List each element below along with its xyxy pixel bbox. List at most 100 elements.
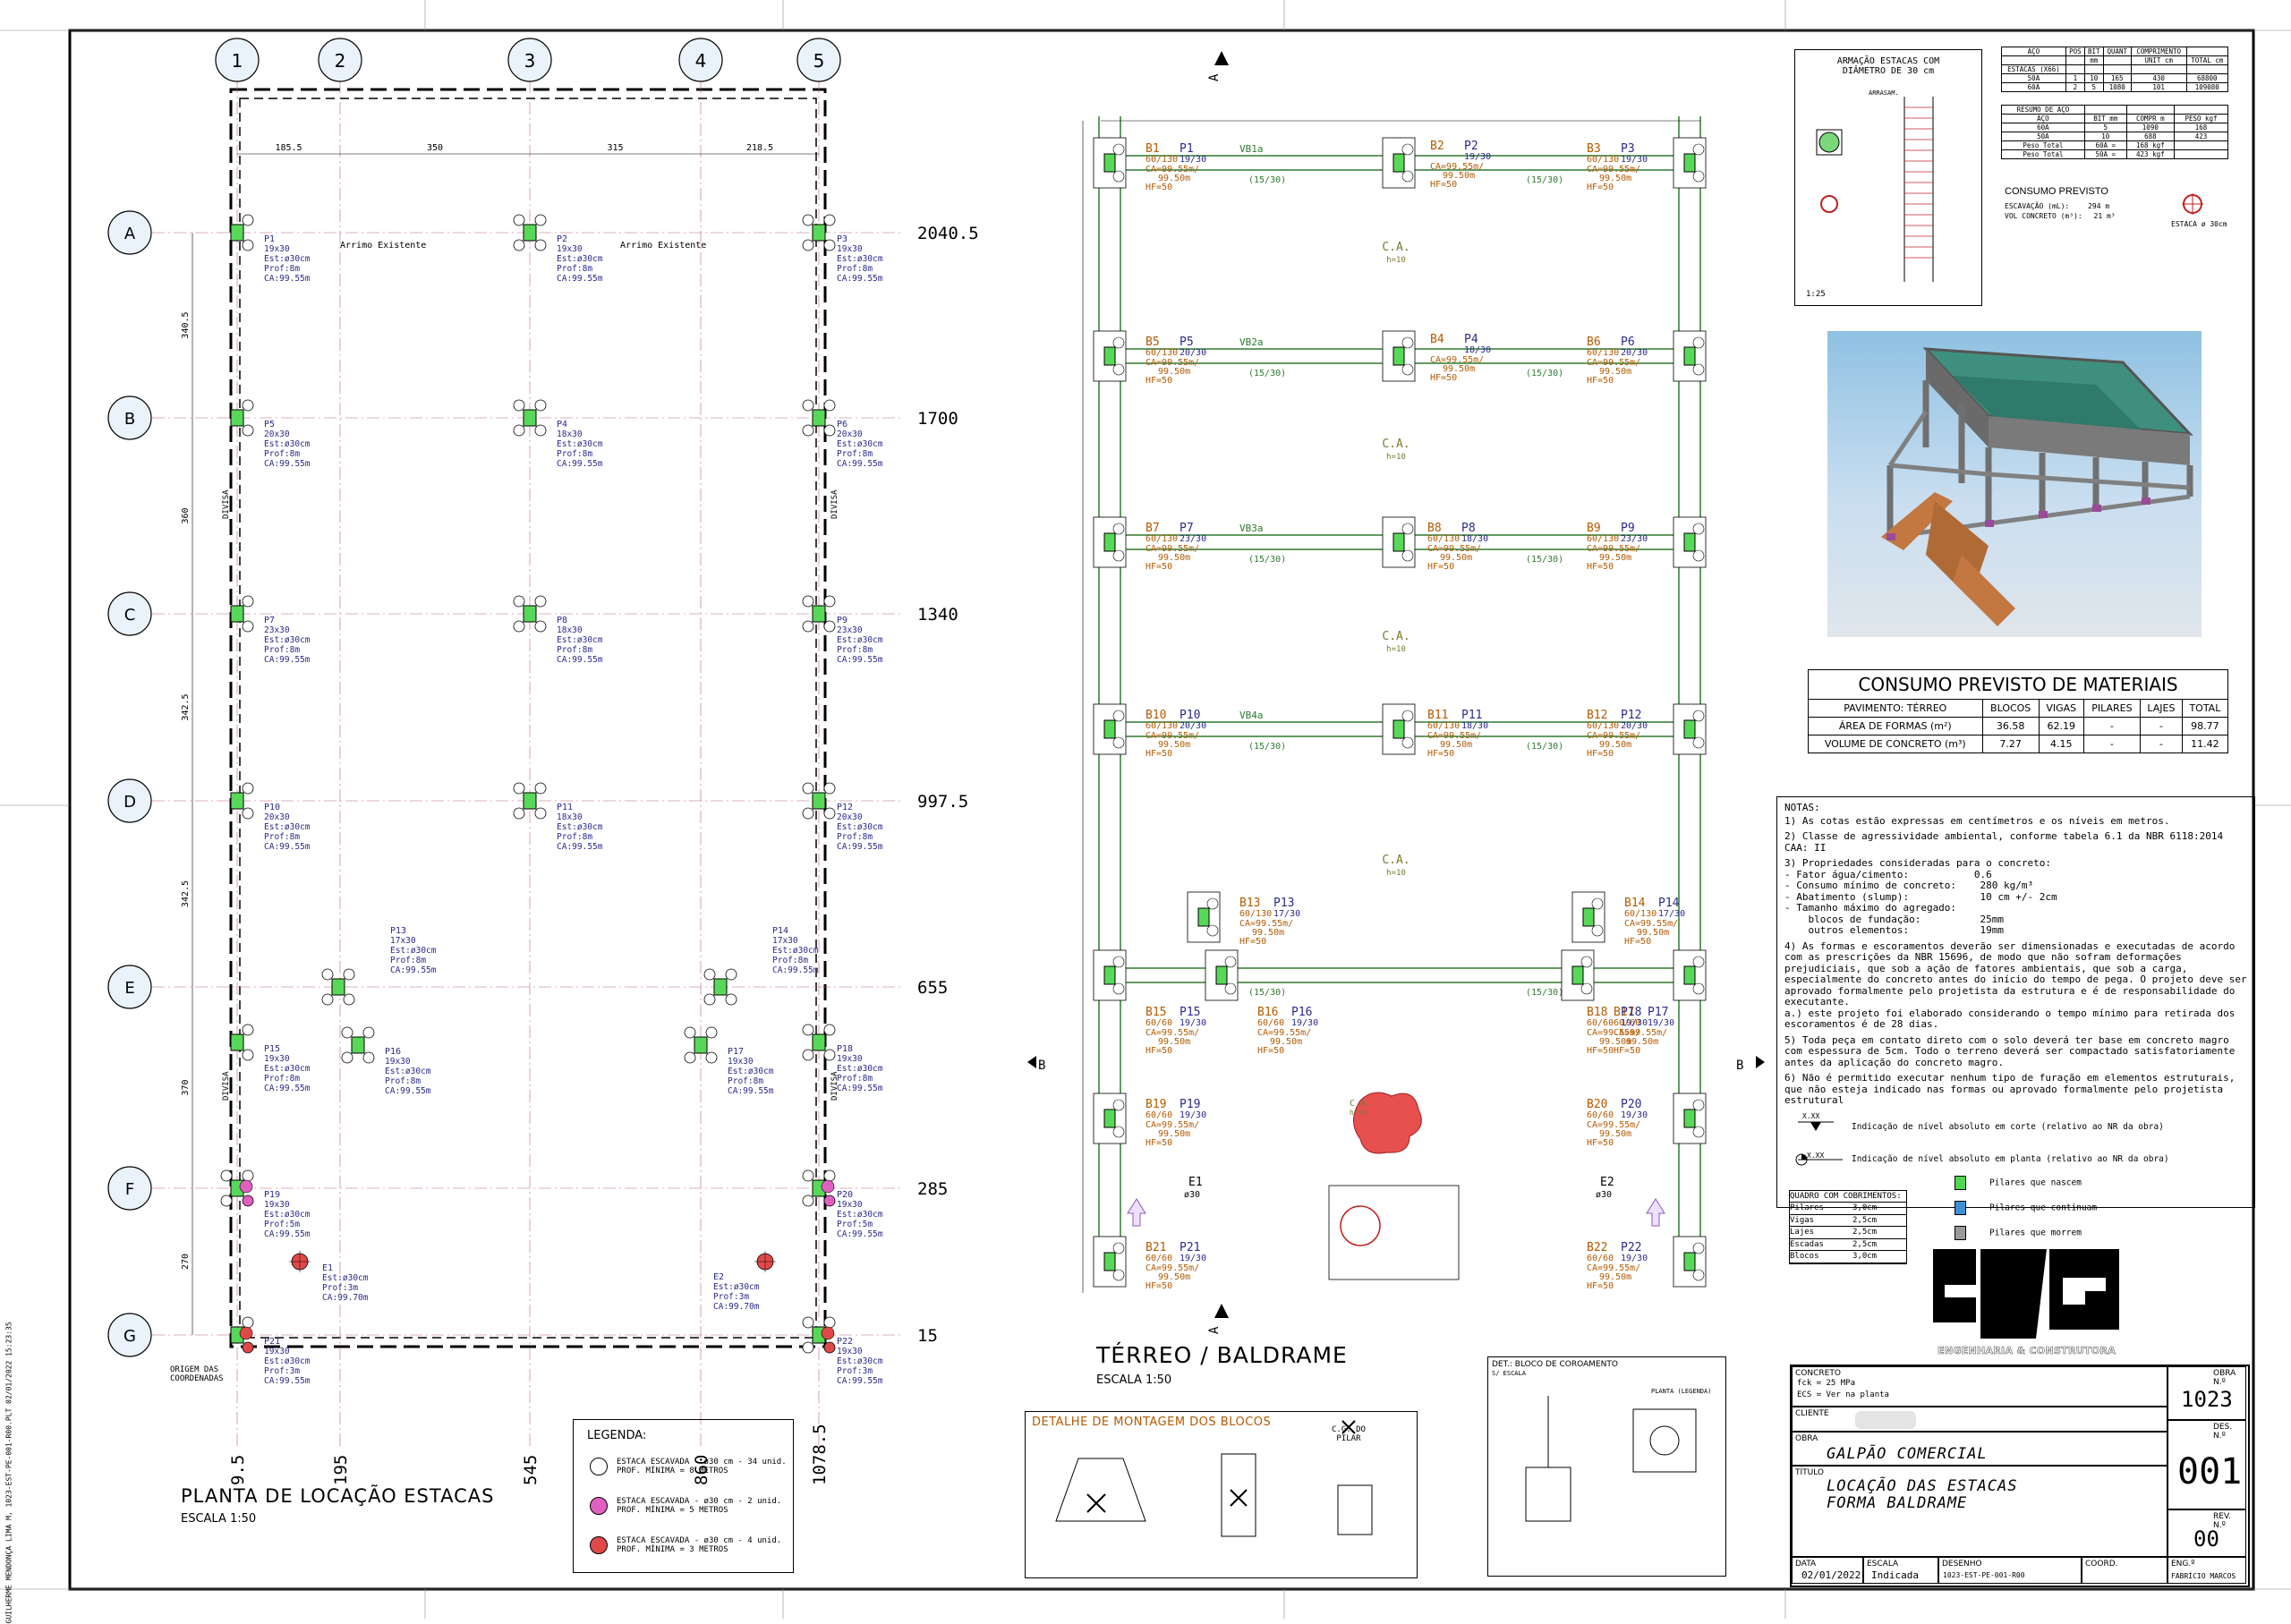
pile-info: CA:99.55m	[837, 1229, 883, 1239]
pile-info: 20x30	[837, 812, 863, 822]
pile-circle	[242, 1049, 254, 1061]
tb-titulo-label: TÍTULO	[1795, 1468, 1825, 1477]
building-outline-inner	[239, 98, 817, 1339]
note-item: 6) Não é permitido executar nenhum tipo …	[1784, 1072, 2241, 1106]
block-level: 99.50m	[1270, 1037, 1302, 1047]
grid-bubble-row	[107, 1313, 152, 1357]
pile-circle	[513, 595, 525, 608]
block-pillar-name: P3	[1621, 142, 1635, 156]
block-hf: HF=50	[1587, 749, 1614, 759]
block-ca: CA=99.55m/	[1587, 544, 1640, 554]
pile-circle	[823, 1195, 836, 1207]
table-cell	[2174, 149, 2228, 159]
tb-date: DATA 02/01/2022	[1792, 1557, 1863, 1584]
wall-label: Arrimo Existente	[620, 241, 706, 251]
table-cell: 60A	[2001, 82, 2066, 92]
tb-eng-label: ENG.º	[2171, 1560, 2195, 1569]
block-pillar-size: 19/30	[1464, 152, 1491, 162]
pile-info: Est:ø30cm	[264, 1210, 311, 1220]
block-pillar-name: P2	[1464, 140, 1478, 153]
pile-info: CA:99.55m	[264, 842, 311, 852]
tb-client-label: CLIENTE	[1795, 1409, 1829, 1418]
coroamento-panel: DET.: BLOCO DE COROAMENTO S/ ESCALA PLAN…	[1487, 1356, 1726, 1577]
tb-obra-value: GALPÃO COMERCIAL	[1827, 1445, 1988, 1463]
escavacao-label: ESCAVAÇÃO (mL):	[2005, 202, 2070, 210]
block-level: 99.50m	[1440, 553, 1472, 563]
block-hf: HF=50	[1587, 376, 1614, 386]
pillar-legend-item: Pilares que morrem	[1955, 1225, 2082, 1240]
legend-line: ESTACA ESCAVADA - ø30 cm - 2 unid.	[617, 1497, 782, 1506]
pile-circle	[220, 1195, 233, 1207]
table-cell	[2102, 55, 2132, 65]
tb-coord: COORD.	[2082, 1557, 2168, 1584]
stair-arrow	[1646, 1198, 1665, 1227]
pile-info: Prof:5m	[837, 1220, 873, 1229]
table-cell: 7.27	[1981, 735, 2040, 753]
cg-symbol	[1341, 1420, 1356, 1434]
pile-info: CA:99.55m	[264, 459, 311, 469]
block-hf: HF=50	[1146, 1281, 1172, 1291]
pile-info: Prof:3m	[322, 1283, 358, 1293]
tb-concrete-label: CONCRETO	[1795, 1369, 1841, 1378]
pile-circle	[534, 807, 547, 820]
notes-panel: NOTAS: 1) As cotas estão expressas em ce…	[1776, 796, 2255, 1264]
legend-line: PROF. MÍNIMA = 5 METROS	[617, 1506, 728, 1515]
grid-label-row: E	[124, 979, 134, 998]
block-pillar-size: 19/30	[1648, 1018, 1674, 1028]
pile-info: 18x30	[557, 429, 583, 439]
pile-circle	[823, 1341, 836, 1354]
pile-info: CA:99.55m	[772, 965, 819, 975]
pile-name: P1	[264, 234, 275, 244]
block-ca: CA=99.55m/	[1430, 355, 1484, 365]
block-pillar	[1103, 153, 1116, 173]
block-name: B16	[1257, 1006, 1278, 1019]
tb-eng-value: FABRÍCIO MARCOS	[2171, 1572, 2236, 1580]
grid-bubble-row	[107, 1166, 152, 1211]
pile-circle	[343, 968, 355, 981]
block-size: 60/130	[1427, 721, 1460, 731]
ca-h: h=10	[1386, 453, 1406, 462]
pillar-marker	[812, 605, 826, 623]
block-pillar	[1392, 719, 1405, 739]
beam-section: (15/30)	[1248, 369, 1286, 378]
pillar-marker	[230, 409, 244, 427]
consumo-small-title: CONSUMO PREVISTO	[2005, 186, 2108, 197]
table-cell: COMPRIMENTO	[2130, 47, 2187, 56]
pile-name: E2	[713, 1272, 724, 1282]
block-pile	[1692, 956, 1705, 968]
block-size: 60/60	[1587, 1110, 1614, 1120]
pile-colored	[821, 1326, 835, 1340]
block-size: 60/130	[1624, 909, 1657, 919]
block-level: 99.50m	[1252, 928, 1284, 938]
pile-info: Prof:8m	[264, 645, 300, 655]
tb-escala: ESCALA Indicada	[1863, 1557, 1938, 1584]
block-pillar-name: P15	[1180, 1006, 1200, 1019]
dim-left: 270	[181, 1254, 191, 1270]
block-pillar	[1683, 965, 1696, 985]
escavacao-value: 294 m	[2088, 202, 2110, 210]
table-cell: 10	[2083, 73, 2104, 83]
tb-obra-label: OBRA	[1795, 1434, 1818, 1443]
pile-circle	[802, 620, 814, 633]
pile-circle	[684, 1026, 696, 1039]
grid-bubble-row	[107, 395, 152, 440]
pile-circle	[802, 424, 814, 437]
pile-info: CA:99.55m	[837, 842, 883, 852]
block-hf: HF=50	[1239, 937, 1266, 947]
e2-label: E2	[1600, 1176, 1614, 1189]
block-pillar	[1683, 346, 1696, 366]
block-pile	[1112, 1269, 1125, 1281]
table-cell: 36.58	[1981, 717, 2040, 735]
table-cell: 109080	[2185, 82, 2229, 92]
block-pile	[1112, 363, 1125, 376]
cobrimento-value: 2,5cm	[1852, 1215, 1878, 1225]
pile-name: P2	[557, 234, 567, 244]
pile-circle	[513, 782, 525, 795]
